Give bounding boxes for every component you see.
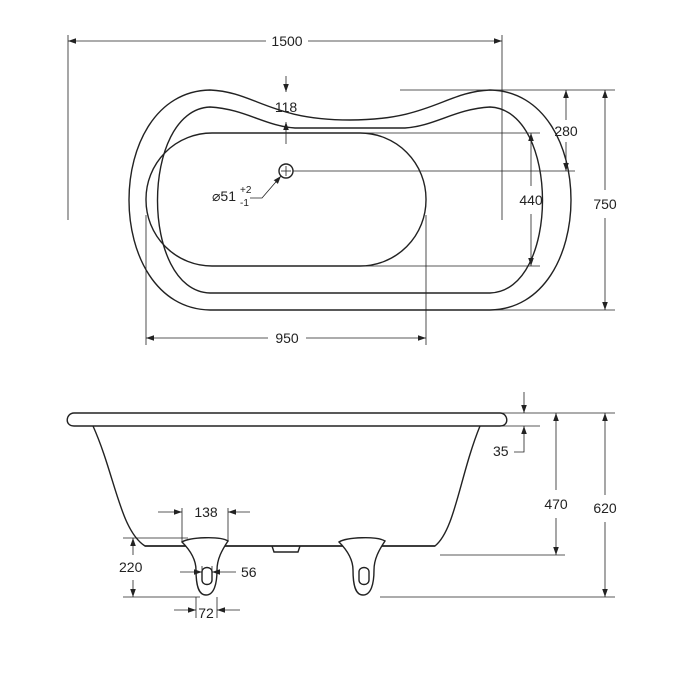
elevation-extension-lines	[123, 412, 615, 618]
elevation-dimension-lines	[130, 392, 608, 613]
overall-width-label: 750	[593, 196, 617, 212]
overall-height-label: 620	[593, 500, 617, 516]
waste-tolerance-minus: -1	[240, 198, 249, 209]
foot-width-label: 138	[194, 504, 218, 520]
overall-length-label: 1500	[271, 33, 302, 49]
right-foot	[337, 537, 386, 596]
rim-gap-label: 118	[275, 99, 298, 115]
left-foot	[180, 537, 229, 596]
waste-trap	[271, 545, 301, 553]
waste-diameter-label: ⌀51	[212, 188, 236, 204]
waste-tolerance-plus: +2	[240, 185, 252, 196]
foot-height-label: 220	[119, 559, 143, 575]
foot-base-width-label: 72	[198, 605, 214, 621]
inner-width-label: 440	[519, 192, 543, 208]
tub-depth-label: 470	[544, 496, 568, 512]
plan-view	[128, 89, 572, 311]
tub-rim-inner-edge	[156, 106, 544, 294]
waste-outlet-icon	[278, 163, 294, 179]
inner-length-label: 950	[275, 330, 299, 346]
plan-dimension-lines	[68, 38, 608, 341]
tub-body-side	[92, 425, 481, 547]
tub-outer-rim	[128, 89, 572, 311]
waste-offset-label: 280	[554, 123, 578, 139]
rim-thickness-label: 35	[493, 443, 509, 459]
foot-slot-width-label: 56	[241, 564, 257, 580]
right-foot-slot	[358, 566, 370, 586]
tub-basin	[145, 132, 427, 267]
plan-extension-lines	[67, 35, 615, 345]
tub-rim-side	[66, 412, 508, 427]
